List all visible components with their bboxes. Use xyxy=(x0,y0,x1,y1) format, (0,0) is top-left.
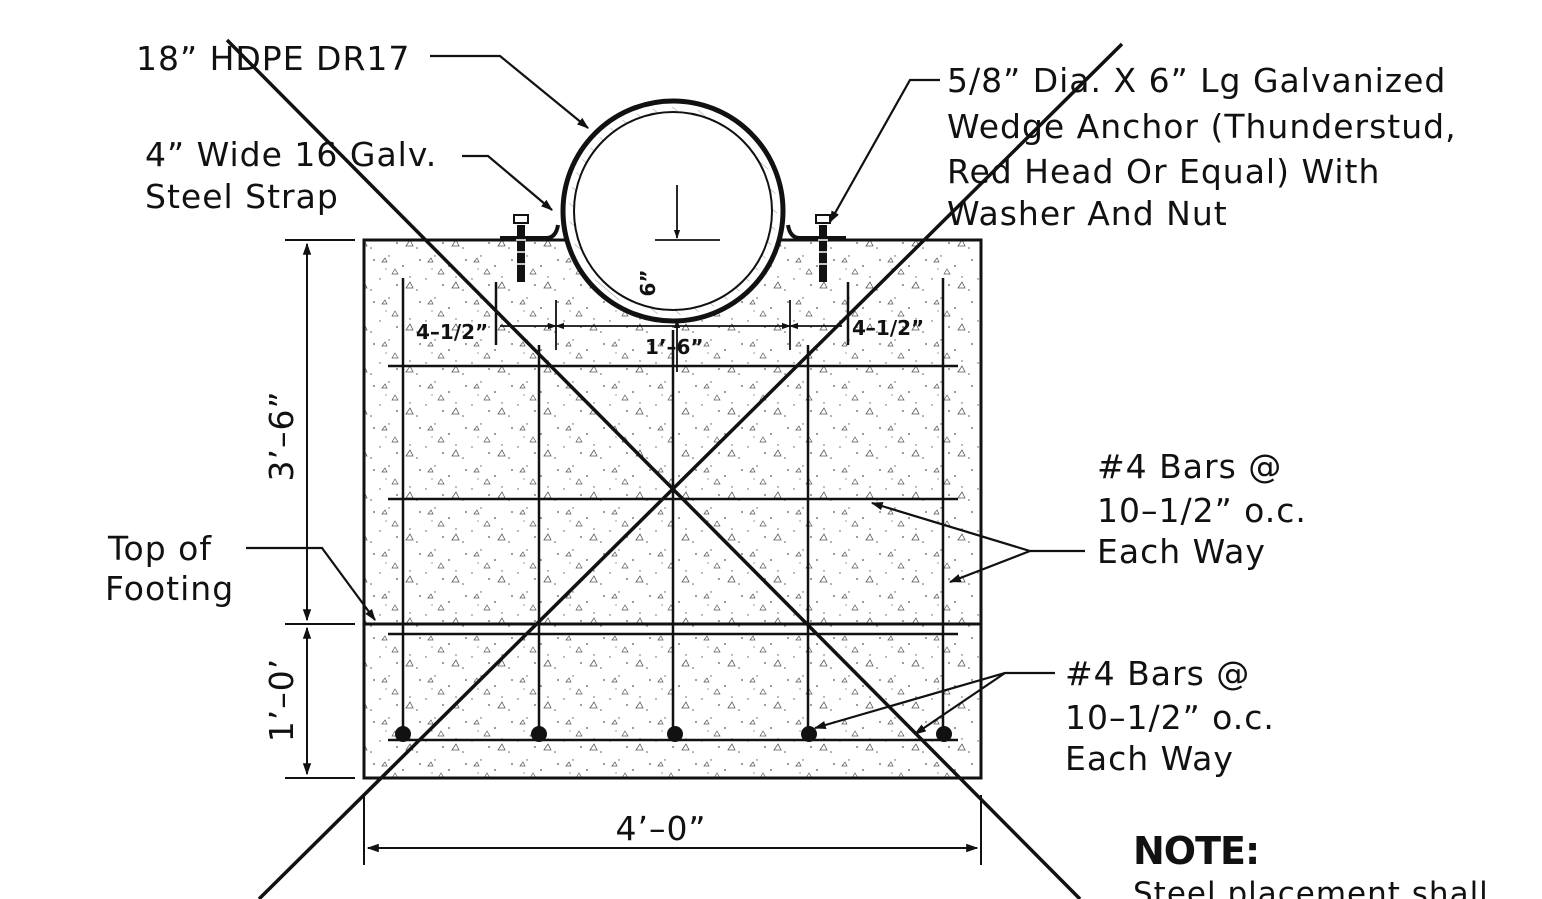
bars-lower-line2: 10–1/2” o.c. xyxy=(1065,698,1275,737)
strap-label-line2: Steel Strap xyxy=(145,177,339,216)
wedge-anchor-right xyxy=(815,214,831,282)
steel-strap xyxy=(500,224,846,240)
dim-height-total: 3’–6” xyxy=(262,390,301,481)
dimension-labels: 3’–6” 1’–0’ 4’–0” 6” 4–1/2” 4–1/2” 1’–6” xyxy=(262,269,924,848)
leader-lines xyxy=(246,54,1085,735)
anchor-label-line3: Red Head Or Equal) With xyxy=(947,152,1380,191)
hdpe-pipe xyxy=(560,98,786,324)
bars-upper-line3: Each Way xyxy=(1097,532,1266,571)
rebar-vertical xyxy=(401,278,945,738)
dim-width: 4’–0” xyxy=(615,809,706,848)
anchor-label-line1: 5/8” Dia. X 6” Lg Galvanized xyxy=(947,61,1446,100)
inner-dimensions xyxy=(500,185,842,372)
anchor-label-line4: Washer And Nut xyxy=(947,194,1228,233)
note-heading: NOTE: xyxy=(1133,829,1259,873)
dim-height-footing: 1’–0’ xyxy=(262,658,301,742)
note-block: NOTE: Steel placement shall xyxy=(1133,829,1489,899)
top-footing-line2: Footing xyxy=(105,569,234,608)
dim-right-offset: 4–1/2” xyxy=(852,316,924,340)
top-footing-line1: Top of xyxy=(107,529,212,568)
wedge-anchor-left xyxy=(513,214,529,282)
callout-labels: 18” HDPE DR17 4” Wide 16 Galv. Steel Str… xyxy=(105,39,1457,778)
bars-upper-line2: 10–1/2” o.c. xyxy=(1097,491,1307,530)
void-cross-lines xyxy=(225,38,1124,899)
dim-embed: 6” xyxy=(636,269,660,296)
pipe-label: 18” HDPE DR17 xyxy=(136,39,410,78)
bars-upper-line1: #4 Bars @ xyxy=(1097,447,1282,486)
rebar-dots xyxy=(395,726,952,742)
strap-label-line1: 4” Wide 16 Galv. xyxy=(145,135,437,174)
bars-lower-line1: #4 Bars @ xyxy=(1065,654,1250,693)
note-body: Steel placement shall xyxy=(1133,876,1489,899)
outer-dimensions xyxy=(285,239,982,865)
bars-lower-line3: Each Way xyxy=(1065,739,1234,778)
dim-center-span: 1’–6” xyxy=(645,335,704,359)
dim-left-offset: 4–1/2” xyxy=(416,320,488,344)
anchor-label-line2: Wedge Anchor (Thunderstud, xyxy=(947,107,1457,146)
rebar-horizontal xyxy=(388,364,958,742)
